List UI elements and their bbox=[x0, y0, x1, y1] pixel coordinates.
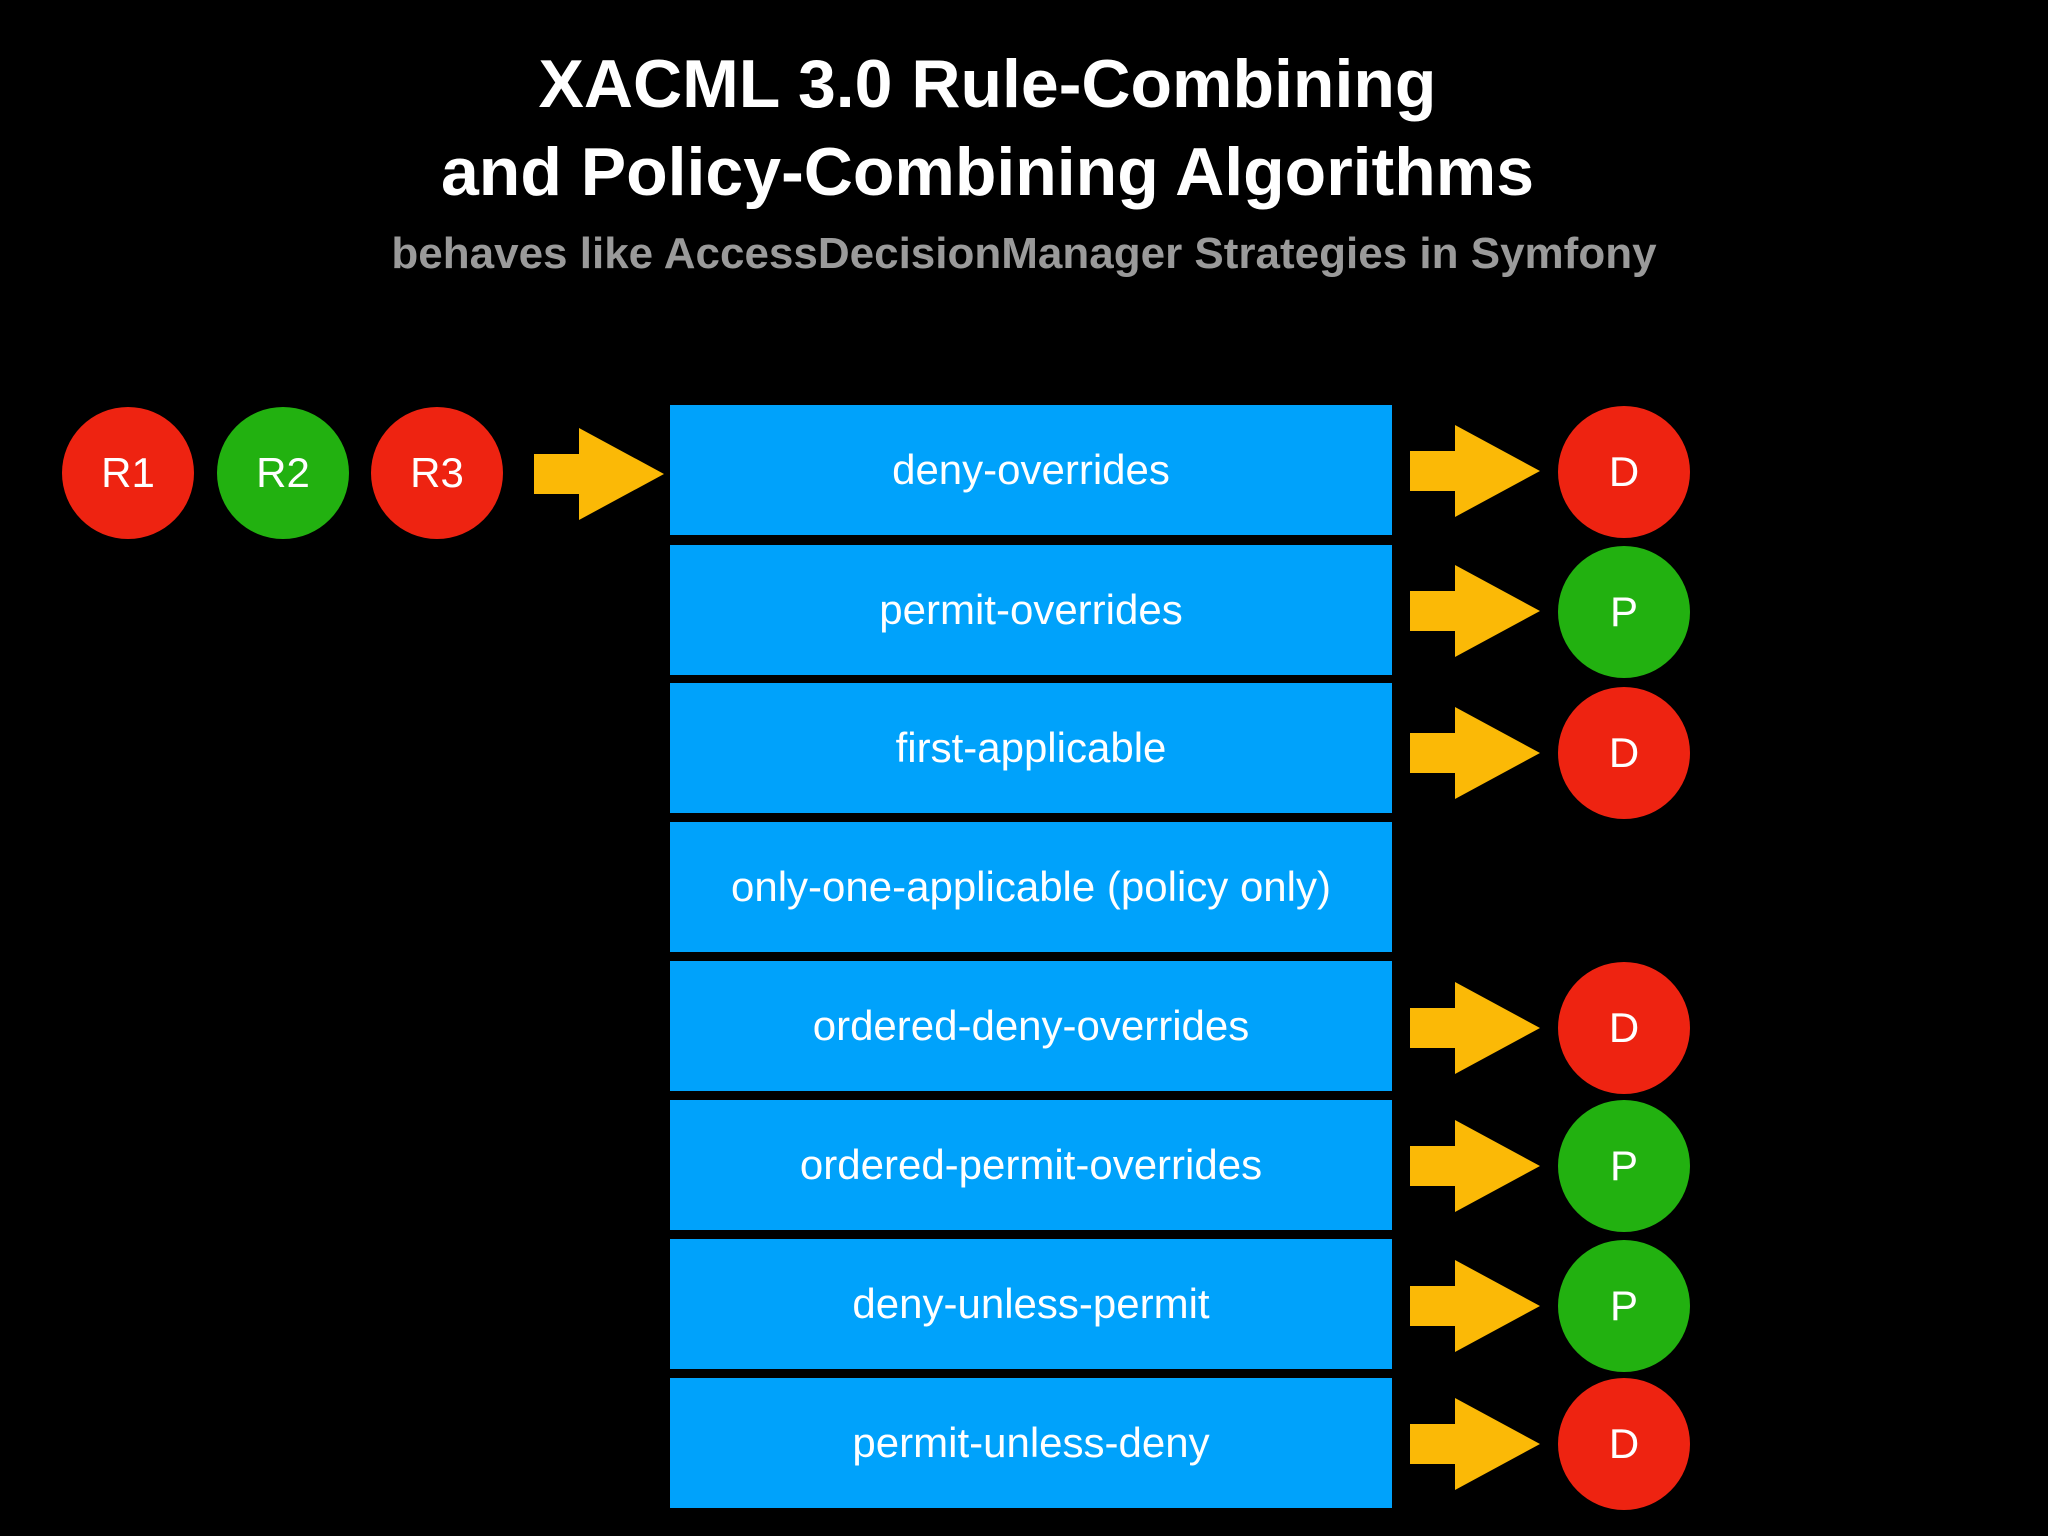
result-arrow-icon bbox=[1410, 1120, 1540, 1212]
title-line-1: XACML 3.0 Rule-Combining bbox=[538, 46, 1437, 122]
algorithm-box: deny-overrides bbox=[670, 405, 1392, 535]
algorithm-box: deny-unless-permit bbox=[670, 1239, 1392, 1369]
result-arrow-icon bbox=[1410, 565, 1540, 657]
result-arrow-icon bbox=[1410, 1260, 1540, 1352]
rule-circle-r3: R3 bbox=[371, 407, 503, 539]
algorithm-box: ordered-deny-overrides bbox=[670, 961, 1392, 1091]
result-circle: D bbox=[1558, 1378, 1690, 1510]
algorithm-box: ordered-permit-overrides bbox=[670, 1100, 1392, 1230]
algorithm-box: permit-overrides bbox=[670, 545, 1392, 675]
result-circle: P bbox=[1558, 546, 1690, 678]
result-circle: D bbox=[1558, 406, 1690, 538]
rule-circle-r2: R2 bbox=[217, 407, 349, 539]
result-arrow-icon bbox=[1410, 707, 1540, 799]
rule-circle-r1: R1 bbox=[62, 407, 194, 539]
result-arrow-icon bbox=[1410, 1398, 1540, 1490]
algorithm-box: permit-unless-deny bbox=[670, 1378, 1392, 1508]
algorithm-box: only-one-applicable (policy only) bbox=[670, 822, 1392, 952]
result-arrow-icon bbox=[1410, 425, 1540, 517]
title-line-2: and Policy-Combining Algorithms bbox=[440, 134, 1535, 210]
input-arrow-icon bbox=[534, 428, 664, 520]
result-circle: D bbox=[1558, 962, 1690, 1094]
result-circle: P bbox=[1558, 1100, 1690, 1232]
algorithm-box: first-applicable bbox=[670, 683, 1392, 813]
subtitle: behaves like AccessDecisionManager Strat… bbox=[391, 229, 1657, 278]
result-circle: D bbox=[1558, 687, 1690, 819]
result-circle: P bbox=[1558, 1240, 1690, 1372]
result-arrow-icon bbox=[1410, 982, 1540, 1074]
